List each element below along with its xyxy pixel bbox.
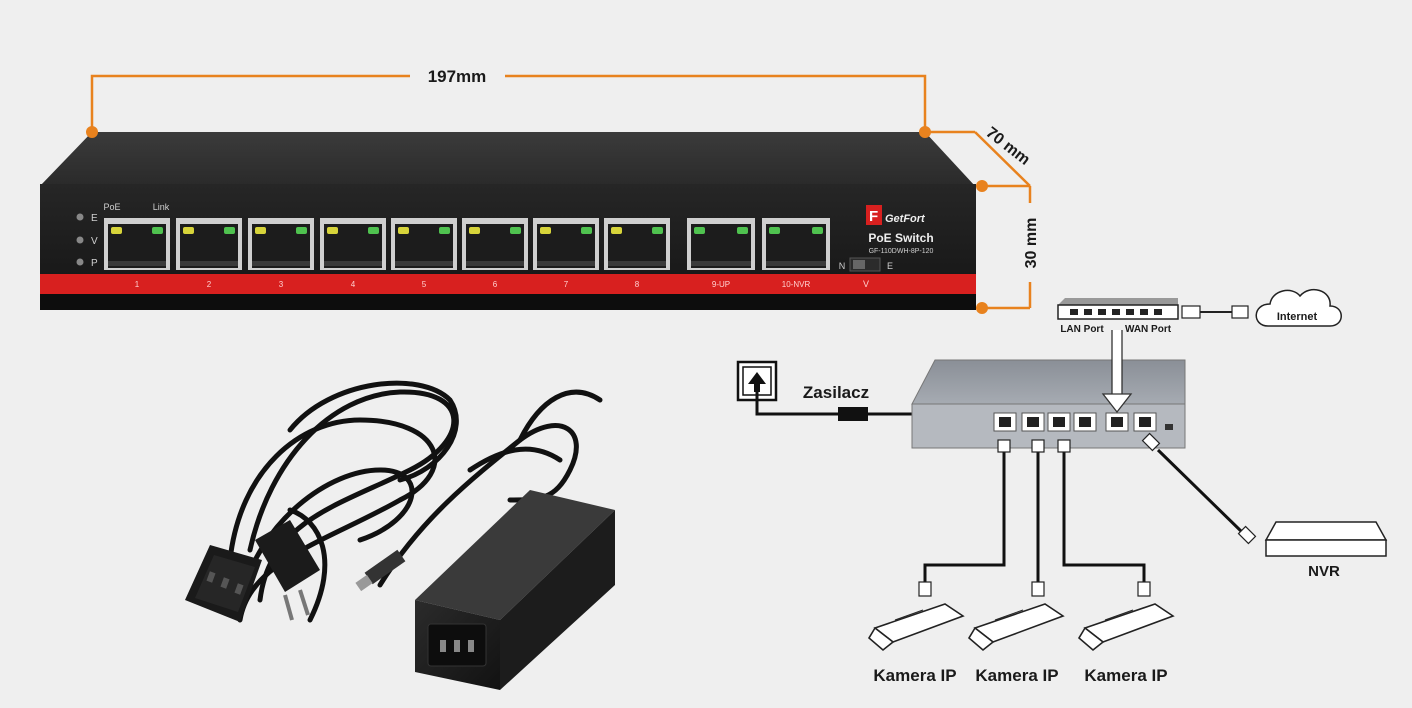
link-led	[368, 227, 379, 234]
switch-port-9[interactable]: 9-UP	[687, 218, 755, 289]
link-led	[510, 227, 521, 234]
switch-port-8[interactable]: 8	[604, 218, 670, 289]
height-dimension-label: 30 mm	[1023, 218, 1040, 269]
link-led	[224, 227, 235, 234]
port-label: 10-NVR	[782, 280, 811, 289]
port-label: 4	[351, 280, 356, 289]
camera-label-1: Kamera IP	[873, 666, 956, 685]
brand-label: GetFort	[885, 213, 926, 225]
lan-port-label: LAN Port	[1060, 324, 1104, 335]
switch-port-7[interactable]: 7	[533, 218, 599, 289]
port-label: 2	[207, 280, 212, 289]
port-label: 6	[493, 280, 498, 289]
nvr-label: NVR	[1308, 563, 1340, 580]
power-brick-icon	[838, 407, 868, 421]
link-led	[439, 227, 450, 234]
svg-text:F: F	[869, 208, 878, 225]
poe-led	[398, 227, 409, 234]
switch-port-10[interactable]: 10-NVR	[762, 218, 830, 289]
switch-port-4[interactable]: 4	[320, 218, 386, 289]
power-adapter-photo	[185, 380, 615, 690]
link-led	[581, 227, 592, 234]
poe-led	[540, 227, 551, 234]
port-label: 5	[422, 280, 427, 289]
indicator-label: P	[91, 258, 98, 269]
connection-diagram	[736, 288, 1388, 652]
poe-led	[327, 227, 338, 234]
poe-led	[469, 227, 480, 234]
diagram-switch-icon	[911, 359, 1186, 405]
poe-header-label: PoE	[103, 202, 120, 212]
dimension-lines	[86, 74, 1032, 314]
internet-label: Internet	[1277, 311, 1318, 323]
port-label: 9-UP	[712, 280, 730, 289]
link-header-label: Link	[153, 202, 170, 212]
switch-port-3[interactable]: 3	[248, 218, 314, 289]
port-label: 3	[279, 280, 284, 289]
switch-port-6[interactable]: 6	[462, 218, 528, 289]
indicator-label: V	[91, 236, 98, 247]
port-label: 1	[135, 280, 140, 289]
switch-label-left: N	[839, 261, 846, 271]
link-led	[652, 227, 663, 234]
internet-cloud-icon	[1255, 288, 1342, 327]
link-led	[737, 227, 748, 234]
port-label: 8	[635, 280, 640, 289]
port-label: 7	[564, 280, 569, 289]
brand-logo-icon	[866, 205, 882, 225]
nvr-icon	[1264, 521, 1388, 541]
indicator-led-e	[76, 213, 84, 221]
switch-port-2[interactable]: 2	[176, 218, 242, 289]
camera-label-3: Kamera IP	[1084, 666, 1167, 685]
width-dimension-label: 197mm	[428, 67, 487, 86]
switch-label-bottom: V	[863, 279, 869, 289]
poe-led	[111, 227, 122, 234]
indicator-led-v	[76, 236, 84, 244]
poe-led	[183, 227, 194, 234]
ip-camera-icon	[867, 603, 965, 652]
link-led	[812, 227, 823, 234]
model-code: GF-110DWH-8P-120	[869, 248, 934, 255]
wan-port-label: WAN Port	[1125, 324, 1172, 335]
poe-led	[769, 227, 780, 234]
power-supply-label: Zasilacz	[803, 383, 869, 402]
red-stripe	[40, 274, 976, 294]
model-title: PoE Switch	[868, 231, 933, 245]
indicator-label: E	[91, 213, 98, 224]
ip-camera-icon	[1077, 603, 1175, 652]
poe-led	[694, 227, 705, 234]
switch-port-5[interactable]: 5	[391, 218, 457, 289]
switch-label-right: E	[887, 261, 893, 271]
indicator-led-p	[76, 258, 84, 266]
link-led	[152, 227, 163, 234]
switch-port-1[interactable]: 1	[104, 218, 170, 289]
poe-led	[611, 227, 622, 234]
link-led	[296, 227, 307, 234]
poe-led	[255, 227, 266, 234]
camera-label-2: Kamera IP	[975, 666, 1058, 685]
ip-camera-icon	[967, 603, 1065, 652]
